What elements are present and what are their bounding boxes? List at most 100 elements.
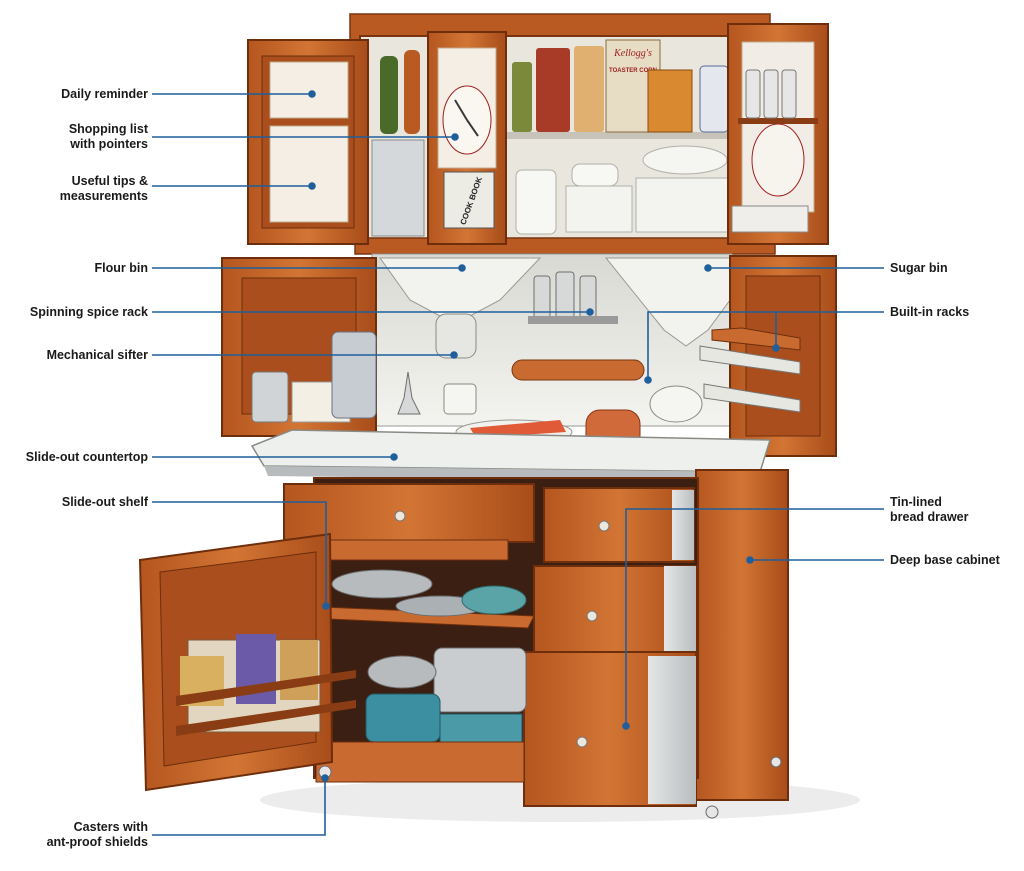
label-line: Sugar bin [890,261,948,275]
label-daily-reminder: Daily reminder [61,87,148,102]
leader-dot [308,90,316,98]
funnel [397,371,421,415]
leader-dot [586,308,594,316]
label-base-cabinet: Deep base cabinet [890,553,1000,568]
grey-pot [367,655,437,689]
pan [331,569,433,599]
leader-built-in-racks [647,311,884,380]
label-line: Daily reminder [61,87,148,101]
label-line: measurements [59,189,148,203]
label-casters: Casters with ant-proof shields [47,820,148,850]
label-countertop: Slide-out countertop [26,450,148,465]
drawer-knob [598,520,610,532]
cookbook [443,171,495,229]
label-line: Casters with [73,820,148,834]
drawer-knob [586,610,598,622]
caster [705,805,719,819]
label-line: Deep base cabinet [890,553,1000,567]
upper-shelf [505,132,735,139]
leader-lines [152,90,884,836]
bottle [404,50,420,134]
rolling-pin [511,359,645,381]
base-cabinet [138,469,789,819]
label-built-in-racks: Built-in racks [890,305,969,320]
label-line: Useful tips & [71,174,148,188]
upper-left-door [247,39,369,245]
leader-dot [622,722,630,730]
leader-dot [390,453,398,461]
bottle [380,56,398,134]
tin-box [647,69,693,133]
small-drawer [543,487,695,563]
leader-dot [704,264,712,272]
label-spice-rack: Spinning spice rack [30,305,148,320]
leader-casters [152,778,326,836]
blue-pot-large [365,693,441,743]
slide-out-countertop [250,429,772,473]
leader-bread-drawer [625,508,884,726]
base-cabinet-side [695,469,789,801]
cup-stack [515,169,557,235]
label-line: Spinning spice rack [29,305,148,319]
middle-right-door [699,255,837,457]
label-useful-tips: Useful tips & measurements [60,174,148,204]
cereal-box-brand: Kellogg's [613,48,652,59]
shelf-cans: Kellogg's TOASTER CORN [380,39,729,134]
label-line: Slide-out shelf [61,495,148,509]
label-line: ant-proof shields [46,835,148,849]
top-drawer [283,483,535,543]
middle-left-door [221,257,377,437]
label-line: Mechanical sifter [46,348,148,362]
glass-jar [371,139,425,237]
leader-dot [308,182,316,190]
built-in-rack [699,345,801,375]
cup [571,163,619,187]
plate-stack [635,177,735,233]
label-slide-shelf: Slide-out shelf [62,495,148,510]
tips-card [269,125,349,223]
blue-pot [461,585,527,615]
base-bottom-rail [315,741,525,783]
leader-dot [772,344,780,352]
work-area [221,253,837,457]
base-left-door [138,532,356,792]
upper-right-door [727,23,829,245]
bread-drawer-tin-lining [648,656,696,804]
label-line: Tin-lined [890,495,942,509]
label-sifter: Mechanical sifter [47,348,148,363]
upper-cabinet: Kellogg's TOASTER CORN [247,13,829,255]
large-pot [433,647,527,713]
drawer-knob [576,736,588,748]
label-line: Flour bin [94,261,148,275]
leader-dot [322,602,330,610]
daily-reminder-card [269,61,349,119]
measuring-cup [443,383,477,415]
label-line: Built-in racks [890,305,970,319]
spinning-spice-rack [528,271,618,324]
label-flour-bin: Flour bin [95,261,148,276]
label-line: with pointers [70,137,148,151]
jar [699,65,729,133]
bowl [642,145,728,175]
plate-stack [565,185,633,233]
can [536,48,570,132]
leader-dot [644,376,652,384]
can [512,62,532,132]
mechanical-sifter [435,313,477,359]
caster [770,756,782,768]
leader-dot [450,351,458,359]
built-in-rack [703,383,801,413]
leader-dot [321,774,329,782]
upper-cabinet-bottom-rail [354,237,776,255]
stacked-dishes [515,145,735,235]
label-line: Slide-out countertop [25,450,148,464]
upper-center-door: COOK BOOK [427,31,507,245]
label-shopping-list: Shopping list with pointers [69,122,148,152]
cereal-box-name: TOASTER CORN [609,68,657,74]
label-sugar-bin: Sugar bin [890,261,948,276]
can [574,46,604,132]
mixing-bowl [649,385,703,423]
leader-dot [458,264,466,272]
drawer-knob [394,510,406,522]
